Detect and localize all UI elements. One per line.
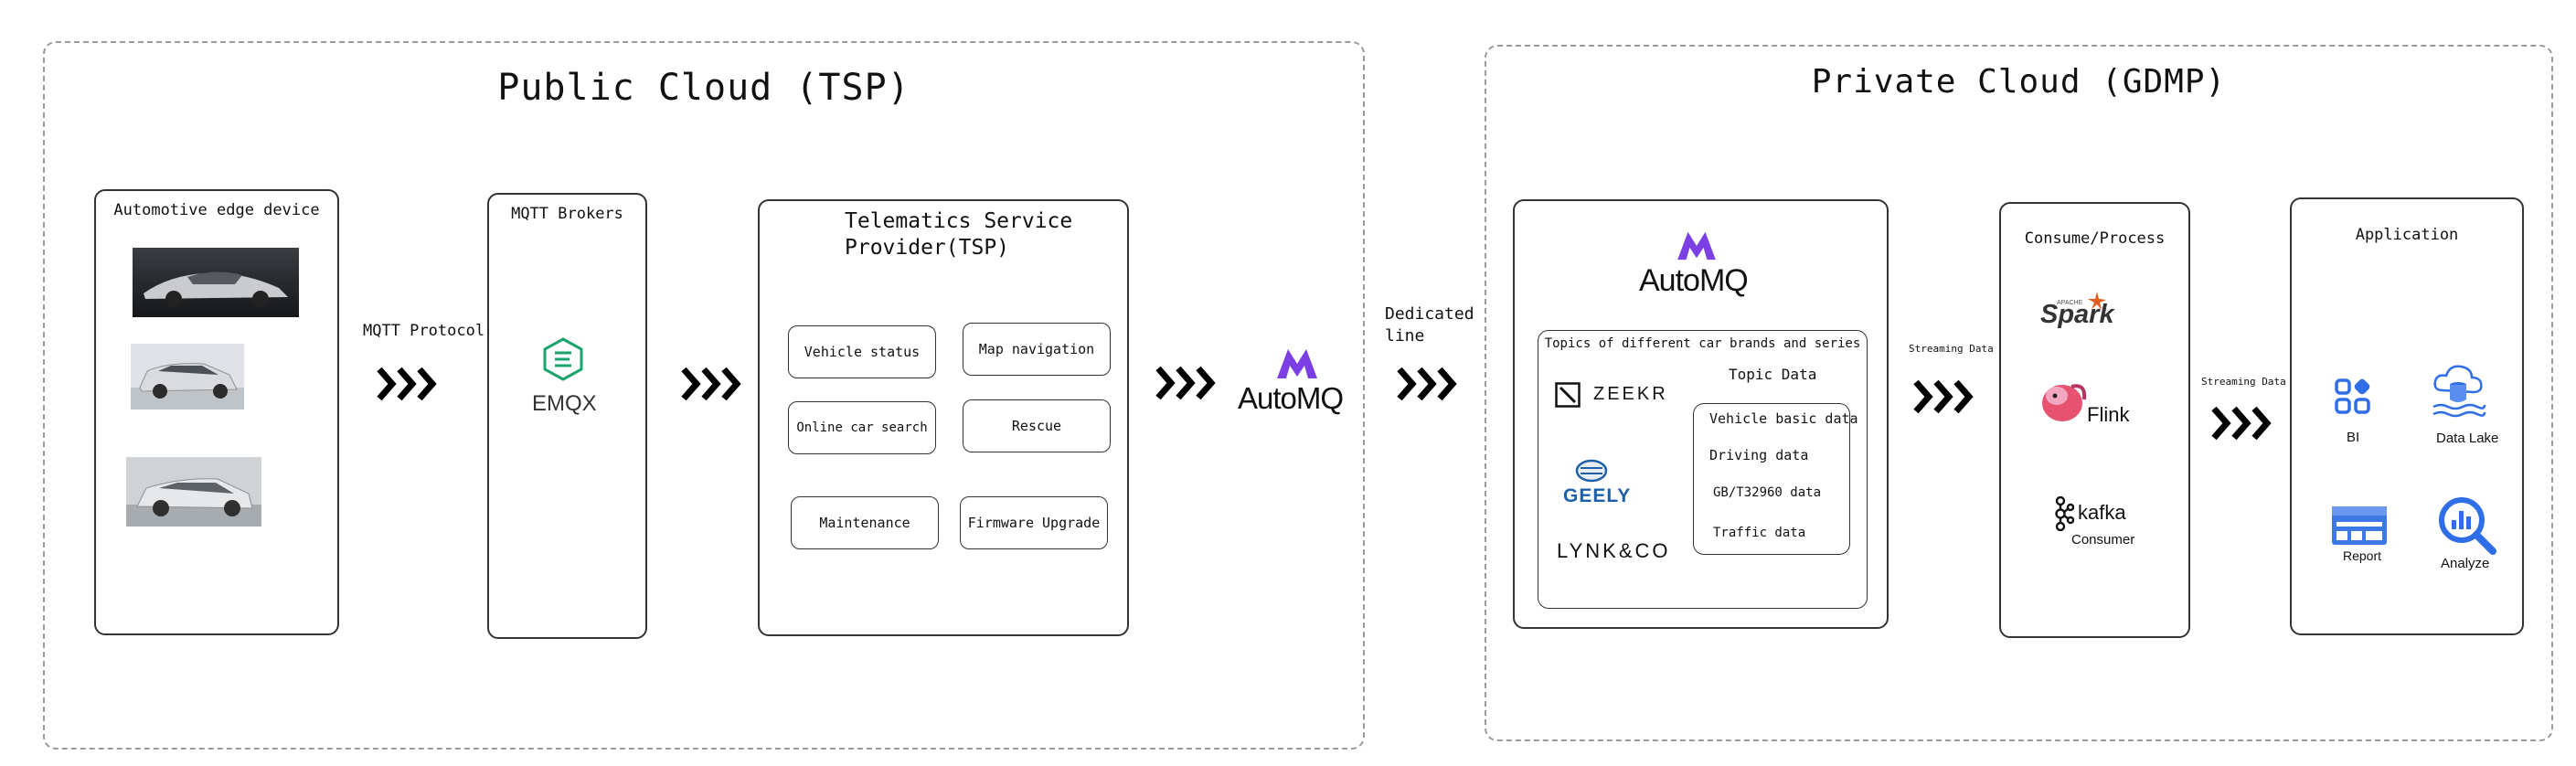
emqx-icon <box>543 337 583 381</box>
consume-process-box: Consume/Process <box>1999 202 2190 638</box>
arrow-dedicated-line <box>1397 367 1457 401</box>
automq-logo-icon <box>1277 349 1317 378</box>
streaming-data-label-2: Streaming Data <box>2201 376 2286 388</box>
kafka-logo-text: kafka <box>2078 501 2126 524</box>
analyze-icon <box>2439 497 2496 555</box>
service-online-car-search: Online car search <box>788 401 936 454</box>
service-firmware-upgrade: Firmware Upgrade <box>960 496 1108 549</box>
car-image-concept <box>126 457 261 527</box>
service-vehicle-status: Vehicle status <box>788 325 936 378</box>
flink-squirrel-icon <box>2042 384 2087 421</box>
topic-item-gbt32960: GB/T32960 data <box>1713 485 1822 500</box>
app-data-lake-label: Data Lake <box>2436 431 2499 446</box>
topic-item-vehicle-basic: Vehicle basic data <box>1709 410 1858 427</box>
geely-logo-icon <box>1575 459 1608 483</box>
brand-lynkco: LYNK&CO <box>1557 539 1671 562</box>
consume-process-title: Consume/Process <box>2024 229 2166 248</box>
zeekr-logo-icon <box>1555 382 1581 408</box>
kafka-logo-icon <box>2055 496 2074 531</box>
car-image-sedan <box>133 248 299 317</box>
bi-icon <box>2335 378 2370 414</box>
brand-zeekr: ZEEKR <box>1593 384 1668 404</box>
streaming-data-label-1: Streaming Data <box>1909 343 1994 355</box>
app-analyze-label: Analyze <box>2441 556 2490 571</box>
arrow-tsp-to-automq <box>1155 366 1216 400</box>
application-box: Application <box>2290 197 2524 635</box>
arrow-automq-to-consume <box>1913 379 1974 414</box>
dedicated-line-label-1: Dedicated <box>1385 304 1474 324</box>
topics-title: Topics of different car brands and serie… <box>1544 336 1861 351</box>
topic-data-box <box>1693 403 1850 555</box>
topic-item-driving: Driving data <box>1709 447 1809 463</box>
app-report-label: Report <box>2343 548 2382 563</box>
data-lake-icon <box>2432 365 2486 418</box>
spark-star-icon <box>2088 292 2106 310</box>
kafka-consumer-label: Consumer <box>2071 532 2135 548</box>
arrow-consume-to-application <box>2211 406 2272 441</box>
arrow-edge-to-broker <box>377 367 437 401</box>
brand-geely: GEELY <box>1563 485 1632 506</box>
app-bi-label: BI <box>2347 430 2360 445</box>
service-rescue: Rescue <box>963 399 1111 452</box>
application-title: Application <box>2355 226 2459 244</box>
mqtt-protocol-label: MQTT Protocol <box>363 322 485 340</box>
flink-logo-text: Flink <box>2087 403 2130 426</box>
tsp-title-line1: Telematics Service <box>845 209 1073 233</box>
private-cloud-title: Private Cloud (GDMP) <box>1811 63 2227 101</box>
spark-logo-text: Spark <box>2040 300 2114 329</box>
arrow-broker-to-tsp <box>681 367 741 401</box>
tsp-title-line2: Provider(TSP) <box>845 236 1010 260</box>
mqtt-brokers-box: MQTT Brokers <box>487 193 647 639</box>
automq-private-logo-icon <box>1677 231 1716 261</box>
mqtt-brokers-title: MQTT Brokers <box>511 205 623 223</box>
automq-logo-text: AutoMQ <box>1238 381 1344 415</box>
public-cloud-title: Public Cloud (TSP) <box>497 67 910 109</box>
dedicated-line-label-2: line <box>1385 326 1425 346</box>
car-image-suv <box>131 344 244 410</box>
edge-device-title: Automotive edge device <box>113 201 320 219</box>
automq-private-logo-text: AutoMQ <box>1639 263 1749 298</box>
topic-item-traffic: Traffic data <box>1713 526 1806 540</box>
service-maintenance: Maintenance <box>791 496 939 549</box>
private-cloud-region: Private Cloud (GDMP) <box>1485 45 2553 741</box>
spark-apache-text: APACHE <box>2057 300 2083 306</box>
report-icon <box>2332 506 2387 545</box>
topic-data-title: Topic Data <box>1729 366 1817 383</box>
public-cloud-region: Public Cloud (TSP) <box>43 41 1365 750</box>
service-map-navigation: Map navigation <box>963 323 1111 376</box>
emqx-logo-text: EMQX <box>532 391 597 416</box>
